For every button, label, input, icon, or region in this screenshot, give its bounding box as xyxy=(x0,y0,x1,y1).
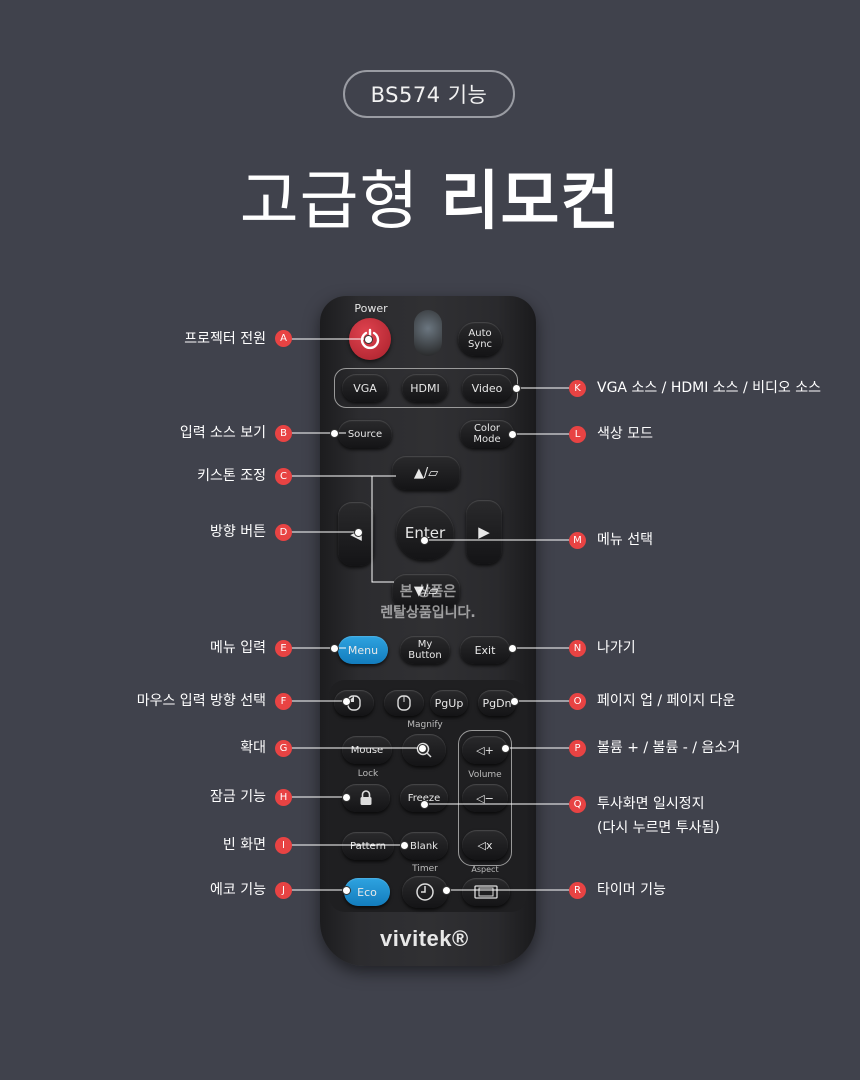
timer-button[interactable] xyxy=(402,876,448,908)
pattern-button[interactable]: Pattern xyxy=(342,832,394,860)
pointer-dot-q xyxy=(420,800,429,809)
mouse-right-button[interactable] xyxy=(384,690,424,716)
callout-text-r: 타이머 기능 xyxy=(597,882,666,898)
pointer-dot-m xyxy=(420,536,429,545)
pointer-dot-e xyxy=(330,644,339,653)
callout-text-j: 에코 기능 xyxy=(210,882,266,898)
callout-badge-r: R xyxy=(569,882,586,899)
pointer-dot-k xyxy=(512,384,521,393)
title-light: 고급형 xyxy=(239,165,420,239)
callout-text-e: 메뉴 입력 xyxy=(210,640,266,656)
aspect-button[interactable] xyxy=(462,878,510,906)
menu-button[interactable]: Menu xyxy=(338,636,388,664)
callout-text-a: 프로젝터 전원 xyxy=(184,331,266,347)
vivitek-logo: vivitek® xyxy=(380,926,469,951)
volume-label: Volume xyxy=(468,770,502,780)
pointer-dot-n xyxy=(508,644,517,653)
lock-icon xyxy=(360,790,372,805)
my-button[interactable]: My Button xyxy=(400,636,450,664)
pointer-dot-p xyxy=(501,744,510,753)
callout-text-k: VGA 소스 / HDMI 소스 / 비디오 소스 xyxy=(597,380,822,396)
mute-button[interactable]: ◁x xyxy=(462,830,508,860)
aspect-label: Aspect xyxy=(471,865,499,874)
callout-text-m: 메뉴 선택 xyxy=(597,532,653,548)
power-label: Power xyxy=(354,302,388,315)
callout-text-q: 투사화면 일시정지 xyxy=(597,796,705,812)
mouse-button[interactable]: Mouse xyxy=(342,736,392,764)
callout-text-b: 입력 소스 보기 xyxy=(179,425,266,441)
callout-badge-m: M xyxy=(569,532,586,549)
pointer-dot-a xyxy=(364,335,373,344)
callout-badge-p: P xyxy=(569,740,586,757)
callout-badge-e: E xyxy=(275,640,292,657)
callout-text-q-note: (다시 누르면 투사됨) xyxy=(597,820,720,836)
keystone-down-button[interactable]: ▼/▱ xyxy=(392,574,460,608)
rental-watermark: 본 상품은 렌탈상품입니다. xyxy=(358,582,498,624)
callout-text-d: 방향 버튼 xyxy=(210,524,266,540)
callout-text-f: 마우스 입력 방향 선택 xyxy=(136,693,266,709)
callout-badge-f: F xyxy=(275,693,292,710)
lock-label: Lock xyxy=(357,769,379,779)
right-arrow-button[interactable]: ▶ xyxy=(466,500,502,564)
callout-text-g: 확대 xyxy=(240,740,266,756)
callout-badge-o: O xyxy=(569,693,586,710)
pointer-dot-g xyxy=(418,744,427,753)
pointer-dot-l xyxy=(508,430,517,439)
pointer-dot-d xyxy=(354,528,363,537)
pointer-dot-f xyxy=(342,697,351,706)
color-mode-button[interactable]: Color Mode xyxy=(460,420,514,448)
callout-badge-b: B xyxy=(275,425,292,442)
exit-button[interactable]: Exit xyxy=(460,636,510,664)
watermark-line-2: 렌탈상품입니다. xyxy=(380,605,476,621)
timer-icon xyxy=(416,883,434,901)
callout-badge-a: A xyxy=(275,330,292,347)
timer-label: Timer xyxy=(412,864,438,874)
ir-sensor xyxy=(414,310,442,356)
model-pill: BS574 기능 xyxy=(343,70,515,118)
callout-badge-n: N xyxy=(569,640,586,657)
volume-down-button[interactable]: ◁− xyxy=(462,784,508,812)
callout-badge-c: C xyxy=(275,468,292,485)
pointer-dot-h xyxy=(342,793,351,802)
source-button[interactable]: Source xyxy=(338,420,392,448)
aspect-icon xyxy=(474,885,498,899)
watermark-line-1: 본 상품은 xyxy=(399,584,457,600)
keystone-up-button[interactable]: ▲/▱ xyxy=(392,456,460,490)
hdmi-button[interactable]: HDMI xyxy=(402,374,448,402)
pgdn-button[interactable]: PgDn xyxy=(478,690,516,716)
callout-text-c: 키스톤 조정 xyxy=(197,468,266,484)
pointer-dot-j xyxy=(342,886,351,895)
callout-text-i: 빈 화면 xyxy=(222,837,266,853)
pointer-dot-b xyxy=(330,429,339,438)
mouse-right-icon xyxy=(397,695,411,711)
pointer-dot-o xyxy=(510,697,519,706)
callout-badge-k: K xyxy=(569,380,586,397)
callout-text-p: 볼륨 + / 볼륨 - / 음소거 xyxy=(597,740,741,756)
vga-button[interactable]: VGA xyxy=(342,374,388,402)
video-button[interactable]: Video xyxy=(462,374,512,402)
pgup-button[interactable]: PgUp xyxy=(430,690,468,716)
pointer-dot-r xyxy=(442,886,451,895)
callout-badge-q: Q xyxy=(569,796,586,813)
callout-badge-d: D xyxy=(275,524,292,541)
volume-group xyxy=(458,730,512,866)
callout-text-h: 잠금 기능 xyxy=(210,789,266,805)
magnify-label: Magnify xyxy=(407,720,443,730)
enter-button[interactable]: Enter xyxy=(396,506,454,560)
title-bold: 리모컨 xyxy=(440,165,621,239)
pointer-dot-i xyxy=(400,841,409,850)
volume-up-button[interactable]: ◁+ xyxy=(462,736,508,764)
auto-sync-button[interactable]: Auto Sync xyxy=(458,322,502,356)
callout-text-o: 페이지 업 / 페이지 다운 xyxy=(597,693,736,709)
callout-text-l: 색상 모드 xyxy=(597,426,653,442)
page-title: 고급형 리모컨 xyxy=(0,150,860,242)
callout-badge-g: G xyxy=(275,740,292,757)
callout-badge-l: L xyxy=(569,426,586,443)
callout-badge-j: J xyxy=(275,882,292,899)
callout-badge-i: I xyxy=(275,837,292,854)
callout-badge-h: H xyxy=(275,789,292,806)
eco-button[interactable]: Eco xyxy=(344,878,390,906)
callout-text-n: 나가기 xyxy=(597,640,636,656)
